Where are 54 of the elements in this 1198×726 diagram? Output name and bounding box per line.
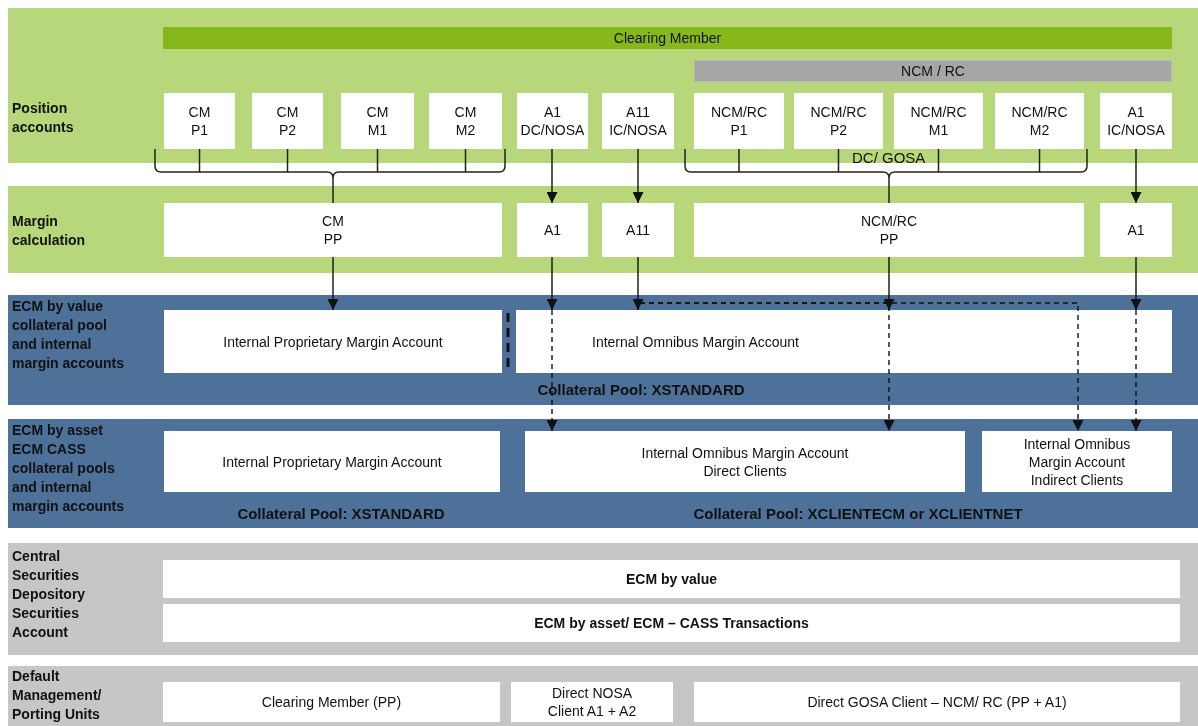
account-box: NCM/RC PP <box>694 203 1084 257</box>
account-box: Direct NOSA Client A1 + A2 <box>511 682 673 722</box>
bracket-connector <box>154 148 506 204</box>
account-box: ECM by value <box>163 560 1180 598</box>
header-bar: NCM / RC <box>694 60 1172 82</box>
account-box: CM PP <box>164 203 502 257</box>
arrow <box>327 256 339 311</box>
account-box: CM M2 <box>429 93 502 149</box>
account-box: NCM/RC M1 <box>894 93 983 149</box>
row-band <box>8 8 1198 163</box>
account-box: A1 DC/NOSA <box>517 93 588 149</box>
account-box: Internal Omnibus Margin Account Direct Clients <box>525 431 965 492</box>
account-box: NCM/RC M2 <box>995 93 1084 149</box>
account-box: CM P2 <box>252 93 323 149</box>
row-band <box>8 543 1198 655</box>
row-label: Default Management/ Porting Units <box>12 667 103 724</box>
account-box: A11 <box>602 203 674 257</box>
arrow <box>1130 148 1142 204</box>
account-box: Internal Proprietary Margin Account <box>164 431 500 492</box>
account-box: Direct GOSA Client – NCM/ RC (PP + A1) <box>694 682 1180 722</box>
row-label: Margin calculation <box>12 212 87 250</box>
row-label: ECM by value collateral pool and internal margin accounts <box>12 297 126 373</box>
dashed-arrow <box>546 309 558 432</box>
dashed-arrow <box>637 302 1084 432</box>
arrow <box>546 256 558 311</box>
dashed-arrow <box>1130 309 1142 432</box>
account-box: A1 IC/NOSA <box>1100 93 1172 149</box>
row-band <box>8 186 1198 273</box>
account-box: Internal Omnibus Margin Account <box>516 310 1172 373</box>
row-band <box>8 295 1198 405</box>
pool-label: Collateral Pool: XCLIENTECM or XCLIENTNET <box>692 505 1024 522</box>
row-label: ECM by asset ECM CASS collateral pools and internal margin accounts <box>12 421 126 516</box>
account-box: A1 <box>1100 203 1172 257</box>
arrow <box>546 148 558 204</box>
account-box: NCM/RC P1 <box>694 93 784 149</box>
arrow <box>632 148 644 204</box>
account-box: Internal Proprietary Margin Account <box>164 310 502 373</box>
row-label: Central Securities Depository Securities Account <box>12 547 87 642</box>
header-bar: Clearing Member <box>163 27 1172 49</box>
account-box: NCM/RC P2 <box>794 93 883 149</box>
pool-label: Collateral Pool: XSTANDARD <box>536 381 746 398</box>
account-box: CM P1 <box>164 93 235 149</box>
account-box: CM M1 <box>341 93 414 149</box>
account-box: Internal Omnibus Margin Account Indirect Clients <box>982 431 1172 492</box>
row-band <box>8 419 1198 528</box>
account-box: Clearing Member (PP) <box>163 682 500 722</box>
row-band <box>8 666 1198 726</box>
row-label: Position accounts <box>12 99 75 137</box>
group-label: DC/ GOSA <box>852 149 926 166</box>
account-box: A1 <box>517 203 588 257</box>
bracket-connector <box>684 148 1088 204</box>
account-box: ECM by asset/ ECM – CASS Transactions <box>163 604 1180 642</box>
arrow <box>1130 256 1142 311</box>
account-box: A11 IC/NOSA <box>602 93 674 149</box>
